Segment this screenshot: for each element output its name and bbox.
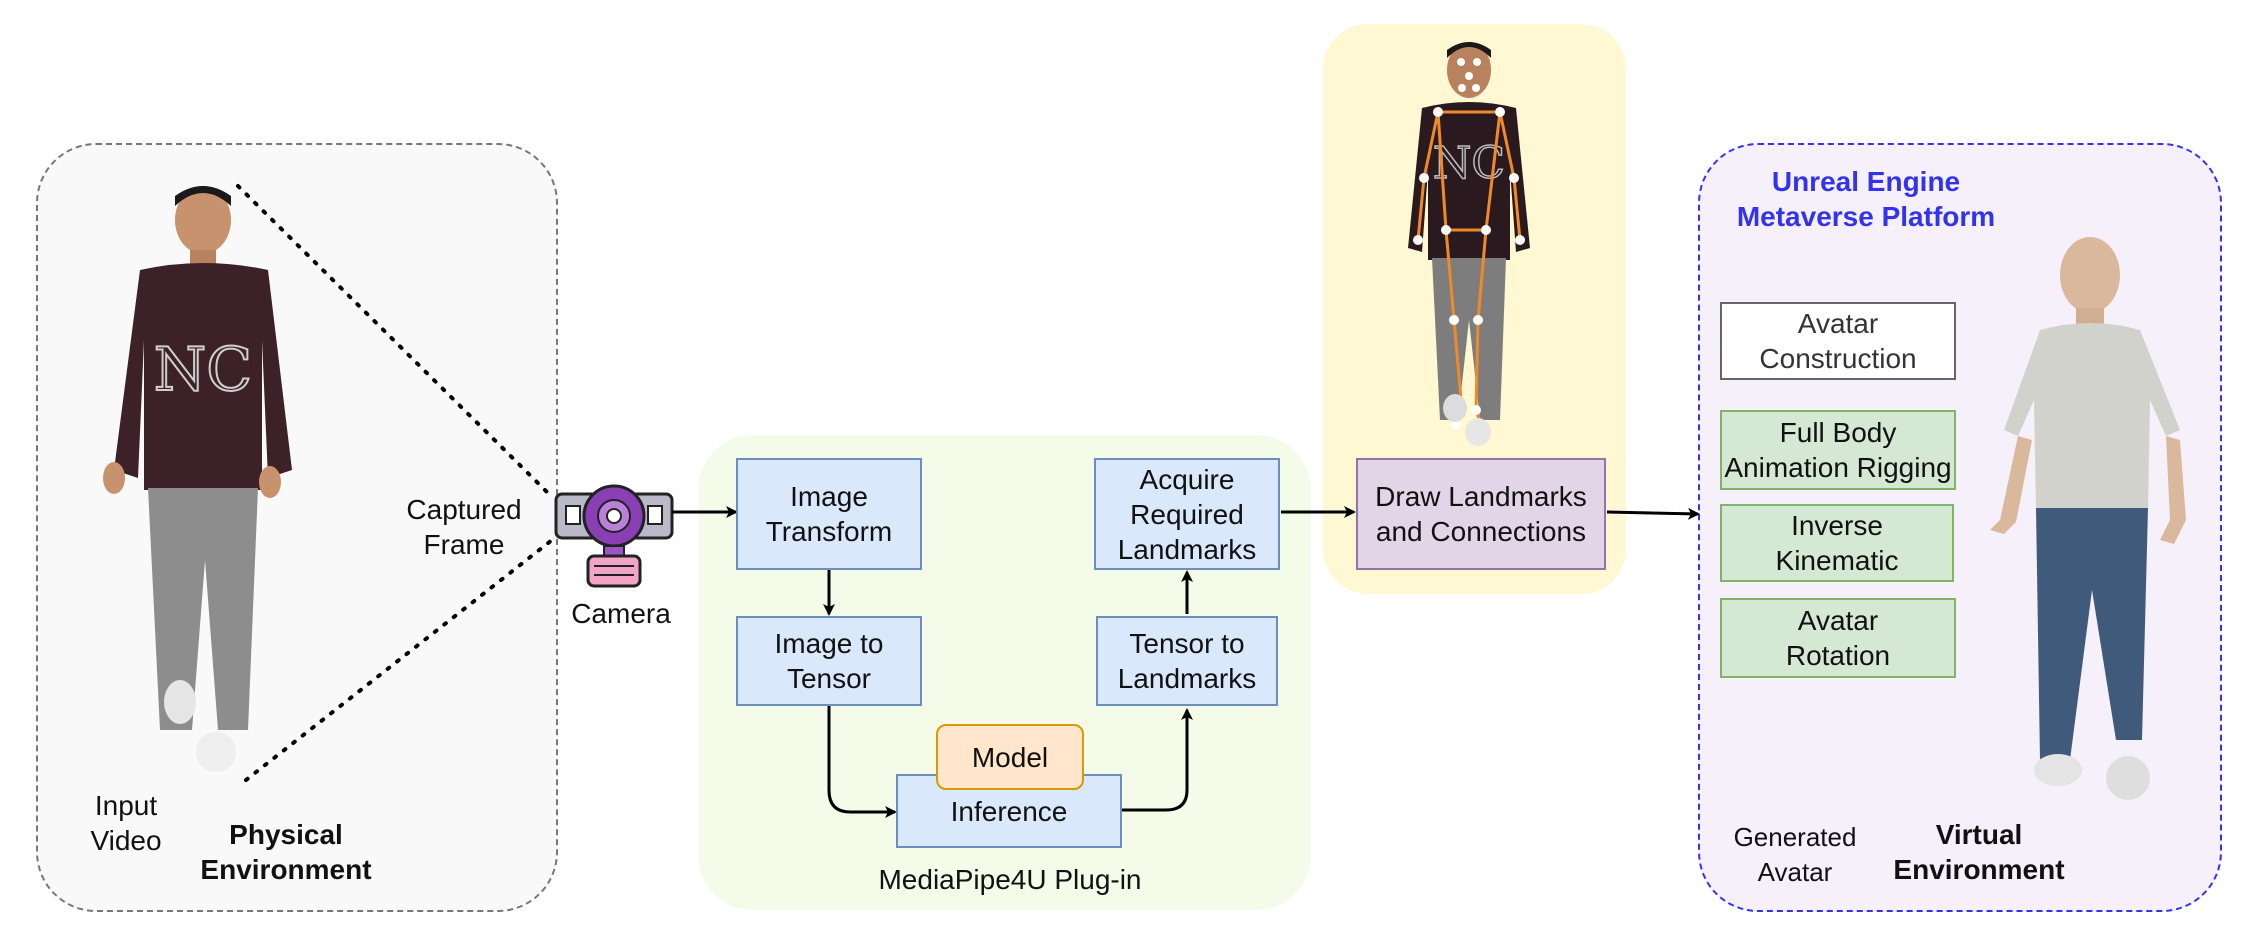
arrow-inference-to-tensor-to-landmarks xyxy=(1122,708,1193,812)
landmark-skeleton-figure: NC xyxy=(1408,42,1530,446)
fov-line-upper xyxy=(236,184,552,497)
model-box: Model xyxy=(936,724,1084,790)
avatar-rotation-box: Avatar Rotation xyxy=(1720,598,1956,678)
captured-frame-label: Captured Frame xyxy=(406,494,522,560)
physical-person-figure: NC xyxy=(103,186,292,772)
physical-environment-label: Physical Environment xyxy=(200,819,372,885)
arrow-draw-to-virtual xyxy=(1606,507,1700,520)
avatar-construction-box: Avatar Construction xyxy=(1720,302,1956,380)
draw-landmarks-box: Draw Landmarks and Connections xyxy=(1356,458,1606,570)
arrow-tensor-to-inference xyxy=(827,706,897,818)
platform-title: Unreal Engine Metaverse Platform xyxy=(1736,166,1996,232)
fov-line-lower xyxy=(244,538,554,782)
svg-text:NC: NC xyxy=(154,335,252,405)
input-video-label: Input Video xyxy=(90,790,162,856)
image-transform-box: Image Transform xyxy=(736,458,922,570)
camera-label: Camera xyxy=(571,598,671,629)
inverse-kinematic-box: Inverse Kinematic xyxy=(1720,504,1954,582)
tensor-to-landmarks-box: Tensor to Landmarks xyxy=(1096,616,1278,706)
camera-icon xyxy=(554,484,674,588)
acquire-landmarks-box: Acquire Required Landmarks xyxy=(1094,458,1280,570)
physical-environment-region xyxy=(36,143,558,912)
image-to-tensor-box: Image to Tensor xyxy=(736,616,922,706)
full-body-rigging-box: Full Body Animation Rigging xyxy=(1720,410,1956,490)
mediapipe-plugin-label: MediaPipe4U Plug-in xyxy=(878,864,1142,895)
virtual-environment-label: Virtual Environment xyxy=(1893,819,2065,885)
generated-avatar-label: Generated Avatar xyxy=(1733,822,1857,887)
generated-avatar-figure xyxy=(1990,237,2186,800)
